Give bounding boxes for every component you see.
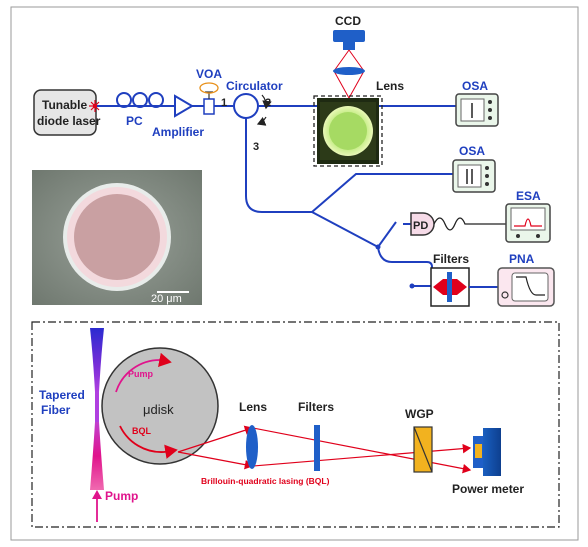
polarization-controller (116, 92, 166, 108)
ccd-label: CCD (335, 14, 361, 28)
pump-in-disk-label: Pump (128, 369, 154, 379)
esa-label: ESA (516, 189, 541, 203)
tapered-fiber-label-line1: Tapered (39, 388, 85, 402)
osa-instrument-1 (455, 93, 499, 127)
rf-cable (433, 217, 508, 231)
laser-label-line2: diode laser (37, 114, 101, 128)
pc-label: PC (126, 114, 143, 128)
amplifier-icon (174, 94, 194, 118)
microdisk-micrograph (32, 170, 202, 305)
ccd-camera-icon (333, 30, 365, 50)
lens-icon (333, 67, 365, 75)
osa-2-label: OSA (459, 144, 485, 158)
pd-label: PD (413, 220, 428, 232)
scale-bar-label: 20 μm (151, 293, 182, 305)
amplifier-label: Amplifier (152, 125, 204, 139)
imaging-beam (333, 49, 365, 99)
pna-instrument (497, 267, 555, 307)
pump-bottom-label: Pump (105, 489, 138, 503)
bottom-filters-label: Filters (298, 400, 334, 414)
lens-label: Lens (376, 79, 404, 93)
voa-label: VOA (196, 67, 222, 81)
voa-icon (199, 82, 219, 115)
wgp-polarizer-icon (413, 426, 433, 473)
filters-box-top (430, 267, 498, 307)
port-1-label: 1 (221, 97, 227, 109)
bql-output-beam (177, 425, 472, 474)
esa-instrument (505, 203, 551, 243)
power-meter-icon (473, 428, 501, 476)
microdisk-chip-image (313, 95, 383, 167)
laser-label-line1: Tunable (42, 98, 87, 112)
fiber-end-dot (409, 283, 415, 289)
microdisk-label: μdisk (143, 402, 174, 417)
tapered-fiber-label-line2: Fiber (41, 403, 71, 417)
wgp-label: WGP (405, 407, 434, 421)
osa-1-label: OSA (462, 79, 488, 93)
bottom-lens-label: Lens (239, 400, 267, 414)
bottom-filter-icon (314, 425, 320, 471)
circulator-label: Circulator (226, 79, 283, 93)
bql-beam-label: Brillouin-quadratic lasing (BQL) (201, 476, 330, 486)
outer-frame (10, 6, 579, 541)
bottom-panel-frame (31, 321, 560, 528)
tunable-laser-box: Tunable diode laser (33, 89, 101, 136)
power-meter-label: Power meter (452, 482, 524, 496)
bql-in-disk-label: BQL (132, 426, 152, 436)
bql-circulation-arrow (119, 425, 178, 459)
port-3-label: 3 (253, 141, 259, 153)
bottom-lens-icon (246, 425, 258, 469)
pna-label: PNA (509, 252, 535, 266)
pump-circulation-arrow (115, 352, 172, 393)
microdisk (101, 347, 219, 465)
tapered-fiber (90, 328, 104, 490)
circulator-icon (233, 93, 272, 126)
port-2-label: 2 (265, 97, 271, 109)
filters-top-label: Filters (433, 252, 469, 266)
return-fiber (245, 118, 453, 287)
photodetector-icon (410, 212, 435, 236)
osa-instrument-2 (452, 159, 496, 193)
pump-arrow-head (92, 490, 102, 499)
switch-pivot (375, 244, 381, 250)
